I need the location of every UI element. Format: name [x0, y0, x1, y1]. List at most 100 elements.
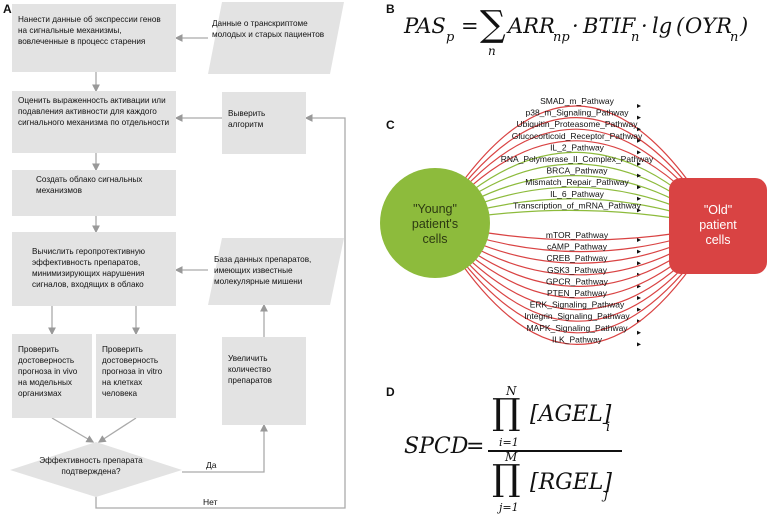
young-line-1: "Young" — [413, 202, 457, 216]
oyr-subscript: n — [730, 30, 739, 45]
young-line-2: patient's — [411, 217, 459, 231]
panel-a-label: A — [3, 2, 12, 16]
transcriptome-data-text: Данные о транскриптоме молодых и старых … — [212, 19, 325, 39]
lg-operator: lg — [652, 14, 673, 38]
pathway-label-bottom-2: CREB_Pathway — [547, 253, 609, 263]
arr-subscript: np — [553, 30, 570, 45]
step-verify-in-vivo: Проверить достоверность прогноза in vivo… — [12, 334, 92, 418]
panel-d-label: D — [386, 385, 395, 399]
btif-term: BTIF — [583, 14, 636, 38]
prod-bottom-index: j=1 — [499, 501, 519, 514]
pathway-arrowhead-bottom-0 — [637, 238, 641, 242]
step-compute-efficiency: Вычислить геропротективную эффективность… — [12, 232, 176, 306]
old-line-3: cells — [705, 233, 731, 247]
pathway-label-top-1: p38_m_Signaling_Pathway — [525, 108, 629, 118]
step-map-expression: Нанести данные об экспрессии генов на си… — [12, 4, 176, 72]
step-verify-in-vitro: Проверить достоверность прогноза in vitr… — [96, 334, 176, 418]
pathway-arrowhead-top-5 — [637, 162, 641, 166]
old-cells-label: "Old" patient cells — [669, 203, 767, 248]
pathway-label-top-4: IL_2_Pathway — [550, 142, 605, 152]
panel-c-label: C — [386, 118, 395, 132]
arrow-box5-to-diamond — [51, 417, 95, 443]
drug-database-text: База данных препаратов, имеющих известны… — [214, 255, 312, 286]
sum-index: n — [488, 44, 496, 58]
pathway-label-bottom-4: GPCR_Pathway — [546, 276, 609, 286]
pathway-label-top-8: IL_6_Pathway — [550, 189, 605, 199]
pathway-label-bottom-3: GSK3_Pathway — [547, 265, 608, 275]
rgel-term: [RGEL] — [530, 470, 612, 495]
pathway-edge-bottom-9 — [434, 222, 719, 345]
pathway-label-top-5: RNA_Polymerase_II_Complex_Pathway — [501, 154, 654, 164]
pathway-label-bottom-5: PTEN_Pathway — [547, 288, 608, 298]
prod-bottom-symbol: ∏ — [492, 458, 521, 499]
decision-diamond — [10, 442, 182, 497]
pas-lhs: PAS — [404, 14, 446, 38]
db-parallelogram — [208, 238, 344, 305]
old-line-2: patient — [699, 218, 737, 232]
pas-lhs-subscript: p — [446, 30, 455, 45]
step-verify-in-vitro-text: Проверить достоверность прогноза in vitr… — [102, 345, 163, 398]
data-parallelogram — [208, 2, 344, 74]
pathway-label-bottom-7: Integrin_Signaling_Pathway — [524, 311, 630, 321]
dot-2: · — [641, 14, 648, 38]
young-cells-label: "Young" patient's cells — [385, 202, 485, 247]
edge-label-yes: Да — [206, 460, 217, 470]
pas-equals: = — [461, 14, 479, 38]
pathway-label-bottom-8: MAPK_Signaling_Pathway — [526, 323, 628, 333]
prod-top-symbol: ∏ — [492, 392, 521, 433]
pathway-label-top-0: SMAD_m_Pathway — [540, 96, 614, 106]
step-evaluate-activation: Оценить выраженность активации или подав… — [12, 91, 176, 153]
pathway-arrowhead-bottom-6 — [637, 307, 641, 312]
edge-label-no: Нет — [203, 497, 218, 507]
pathway-arrowhead-top-4 — [637, 150, 641, 155]
left-paren: ( — [676, 14, 685, 38]
prod-top-limit: N — [506, 384, 517, 398]
pathway-arrowhead-bottom-8 — [637, 330, 641, 335]
rgel-subscript: j — [604, 488, 609, 503]
btif-subscript: n — [631, 30, 640, 45]
spcd-equals: = — [466, 434, 485, 459]
pathway-edge-top-1 — [434, 117, 719, 227]
pathway-label-bottom-0: mTOR_Pathway — [546, 230, 609, 240]
pathway-edge-top-0 — [434, 105, 719, 227]
agel-subscript: i — [606, 420, 611, 435]
pathway-arrowhead-top-3 — [637, 138, 641, 143]
pathway-arrowhead-top-2 — [637, 127, 641, 132]
young-line-3: cells — [422, 232, 448, 246]
arrow-box6-to-diamond — [97, 417, 137, 443]
pathway-arrowhead-bottom-9 — [637, 342, 641, 347]
pathway-label-top-2: Ubiquitin_Proteasome_Pathway — [517, 119, 639, 129]
step-calibrate-algorithm: Выверить алгоритм — [222, 92, 306, 154]
fraction-bar — [488, 450, 622, 452]
pathway-arrowhead-top-9 — [637, 208, 641, 213]
pathway-arrowhead-bottom-5 — [637, 296, 641, 300]
step-increase-drugs-text: Увеличить количество препаратов — [228, 354, 273, 385]
step-create-cloud-text: Создать облако сигнальных механизмов — [36, 175, 143, 195]
arrow-yes-to-more — [182, 423, 268, 473]
pathway-label-bottom-9: ILK_Pathway — [552, 334, 603, 344]
oyr-term: OYR — [685, 14, 732, 38]
pathway-label-top-7: Mismatch_Repair_Pathway — [525, 177, 629, 187]
pathway-label-top-6: BRCA_Pathway — [547, 166, 609, 176]
step-verify-in-vivo-text: Проверить достоверность прогноза in vivo… — [18, 345, 78, 398]
pathway-arrowhead-top-7 — [637, 185, 641, 190]
step-evaluate-activation-text: Оценить выраженность активации или подав… — [18, 96, 170, 127]
step-increase-drugs: Увеличить количество препаратов — [222, 337, 306, 425]
sum-symbol: ∑ — [480, 4, 506, 45]
step-compute-efficiency-text: Вычислить геропротективную эффективность… — [32, 247, 146, 289]
pathway-arrowhead-top-6 — [637, 173, 641, 178]
pathway-label-top-3: Glucocorticoid_Receptor_Pathway — [512, 131, 643, 141]
right-paren: ) — [740, 14, 749, 38]
pathway-label-bottom-1: cAMP_Pathway — [547, 242, 608, 252]
old-cells-box — [669, 178, 767, 274]
pathway-arrowhead-top-0 — [637, 104, 641, 108]
pathway-label-top-9: Transcription_of_mRNA_Pathway — [513, 200, 641, 210]
spcd-lhs: SPCD — [404, 434, 469, 459]
arr-term: ARR — [508, 14, 555, 38]
agel-term: [AGEL] — [530, 402, 612, 427]
prod-top-index: i=1 — [499, 436, 519, 449]
pathway-arrowhead-top-8 — [637, 196, 641, 201]
old-line-1: "Old" — [703, 203, 733, 217]
